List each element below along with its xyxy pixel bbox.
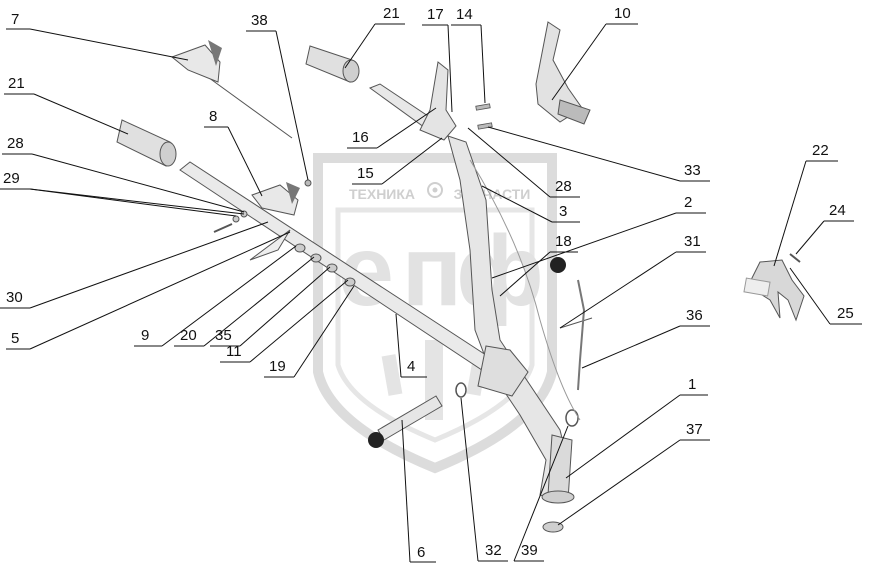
svg-text:38: 38 — [251, 12, 268, 29]
svg-text:21: 21 — [383, 5, 400, 22]
svg-text:32: 32 — [485, 542, 502, 559]
callout-8: 8 — [204, 108, 263, 197]
callout-7: 7 — [6, 11, 189, 61]
watermark-shield — [313, 153, 557, 474]
callout-38: 38 — [246, 12, 309, 181]
svg-text:10: 10 — [614, 5, 631, 22]
svg-text:36: 36 — [686, 307, 703, 324]
callout-31: 31 — [559, 233, 706, 329]
callout-1: 1 — [565, 376, 708, 479]
part-screw-24 — [789, 253, 801, 263]
callout-22: 22 — [773, 142, 838, 267]
parts-layer — [116, 21, 805, 533]
callout-30: 30 — [0, 221, 269, 309]
callout-3: 3 — [481, 185, 580, 223]
callout-17: 17 — [422, 6, 453, 113]
callout-36: 36 — [581, 307, 710, 369]
svg-text:31: 31 — [684, 233, 701, 250]
callout-6: 6 — [401, 419, 436, 563]
callout-11: 11 — [220, 279, 349, 363]
part-ring-32 — [455, 382, 467, 398]
callout-28-left: 28 — [2, 135, 245, 213]
callout-14: 14 — [451, 6, 486, 104]
part-socket-1 — [541, 434, 575, 504]
svg-text:9: 9 — [141, 327, 149, 344]
callout-39: 39 — [513, 425, 569, 562]
callout-21-left: 21 — [4, 75, 129, 135]
watermark-gear-icon — [427, 182, 443, 198]
part-ring-39 — [565, 409, 579, 427]
svg-text:7: 7 — [11, 11, 19, 28]
svg-text:6: 6 — [417, 544, 425, 561]
callout-10: 10 — [551, 5, 638, 101]
svg-text:29: 29 — [3, 170, 20, 187]
svg-text:5: 5 — [11, 330, 19, 347]
svg-text:2: 2 — [684, 194, 692, 211]
part-bracket-10 — [535, 21, 591, 125]
svg-text:4: 4 — [407, 358, 415, 375]
svg-text:22: 22 — [812, 142, 829, 159]
callout-37: 37 — [557, 421, 710, 526]
svg-text:17: 17 — [427, 6, 444, 23]
svg-text:35: 35 — [215, 327, 232, 344]
part-handlebar-5 — [179, 161, 529, 397]
callouts: 7 38 21 17 14 10 21 — [0, 5, 862, 563]
callout-24: 24 — [795, 202, 854, 255]
watermark-left-word: ТЕХНИКА — [349, 186, 415, 202]
callout-35: 35 — [210, 266, 331, 347]
part-stud-6 — [368, 395, 443, 448]
callout-33: 33 — [487, 126, 710, 182]
svg-text:14: 14 — [456, 6, 473, 23]
svg-text:30: 30 — [6, 289, 23, 306]
part-pin-14 — [475, 103, 491, 111]
svg-text:16: 16 — [352, 129, 369, 146]
callout-21-top: 21 — [344, 5, 405, 69]
svg-text:24: 24 — [829, 202, 846, 219]
svg-text:28: 28 — [555, 178, 572, 195]
part-grip-21-top — [305, 45, 360, 83]
callout-18: 18 — [499, 233, 578, 297]
svg-text:21: 21 — [8, 75, 25, 92]
callout-28-right: 28 — [467, 127, 580, 198]
part-handle-16 — [368, 61, 457, 141]
svg-text:11: 11 — [226, 343, 242, 360]
callout-2: 2 — [491, 194, 706, 279]
svg-text:39: 39 — [521, 542, 538, 559]
svg-text:1: 1 — [688, 376, 696, 393]
callout-32: 32 — [460, 397, 508, 562]
svg-text:8: 8 — [209, 108, 217, 125]
callout-19: 19 — [264, 285, 355, 378]
svg-text:25: 25 — [837, 305, 854, 322]
svg-text:37: 37 — [686, 421, 703, 438]
callout-16: 16 — [347, 107, 437, 149]
callout-25: 25 — [789, 267, 862, 325]
part-rod-31 — [469, 159, 593, 421]
svg-text:18: 18 — [555, 233, 572, 250]
svg-text:33: 33 — [684, 162, 701, 179]
svg-text:3: 3 — [559, 203, 567, 220]
part-grip-21-left — [116, 119, 177, 167]
callout-20: 20 — [174, 256, 315, 347]
callout-15: 15 — [352, 137, 443, 185]
callout-5: 5 — [6, 231, 291, 350]
svg-text:15: 15 — [357, 165, 374, 182]
part-washer-29 — [232, 215, 240, 223]
callout-9: 9 — [134, 245, 297, 347]
callout-29: 29 — [0, 170, 245, 217]
svg-text:28: 28 — [7, 135, 24, 152]
part-fork-22 — [743, 259, 805, 322]
part-pin-33 — [477, 122, 493, 130]
svg-text:19: 19 — [269, 358, 286, 375]
part-lever-8 — [251, 182, 300, 216]
callout-4: 4 — [395, 313, 427, 378]
part-lever-7 — [170, 40, 293, 139]
part-knob-18 — [550, 257, 566, 273]
part-bolt-30 — [213, 223, 233, 233]
part-nut-38 — [304, 179, 312, 187]
svg-text:20: 20 — [180, 327, 197, 344]
